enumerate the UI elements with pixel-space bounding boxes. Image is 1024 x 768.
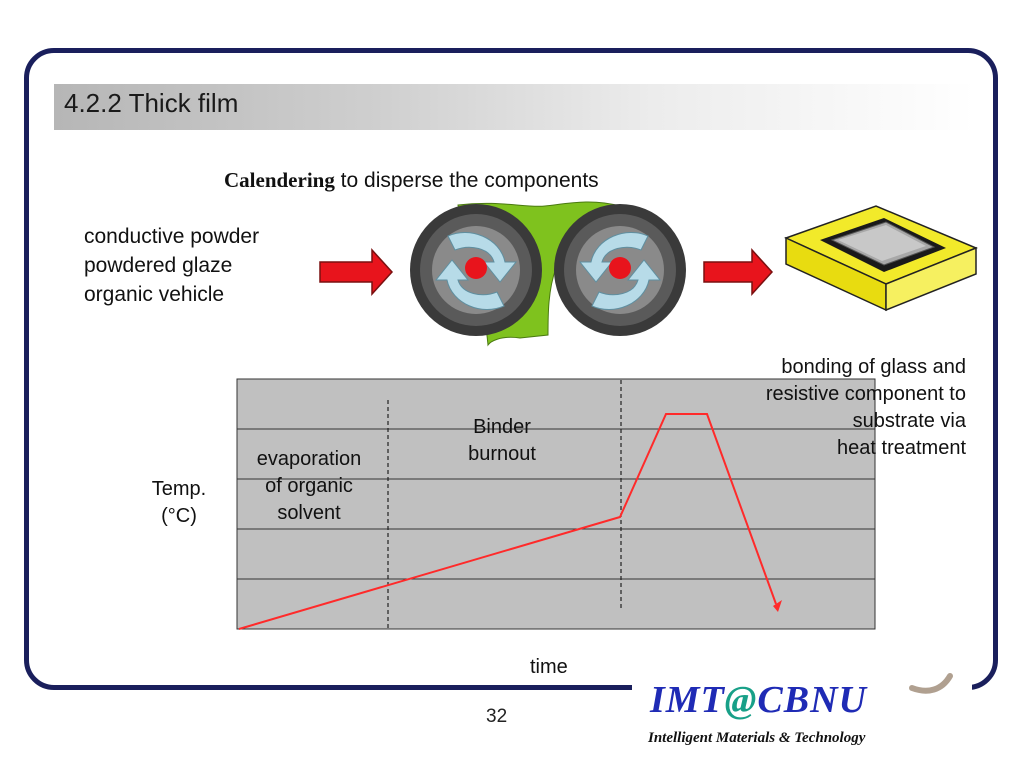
stage-label-line: of organic [265, 475, 353, 497]
page-number: 32 [486, 706, 508, 727]
stage-label-line: evaporation [256, 448, 362, 470]
stage-label-bonding: bonding of glass and resistive component… [680, 354, 966, 462]
chart-gridlines [237, 428, 875, 580]
firing-profile-chart [236, 378, 876, 630]
logo-imt: IMT [650, 679, 725, 721]
y-axis-label-line: Temp. [151, 478, 207, 500]
y-axis-label-line: (°C) [161, 505, 197, 527]
stage-label-line: resistive component to [765, 383, 966, 405]
x-axis-label: time [530, 656, 568, 678]
ingredient-list: conductive powder powdered glaze organic… [84, 222, 259, 309]
ingredient-item: conductive powder [84, 225, 260, 248]
stage-label-line: burnout [468, 443, 536, 465]
calendering-caption: Calendering to disperse the components [224, 168, 599, 193]
logo-cbnu: CBNU [757, 679, 867, 721]
logo-at: @ [724, 679, 758, 721]
stage-label-line: bonding of glass and [781, 356, 966, 378]
calendering-rest: to disperse the components [334, 169, 599, 192]
calendering-bold: Calendering [224, 168, 335, 192]
stage-label-binder-burnout: Binder burnout [432, 414, 572, 468]
stage-label-line: substrate via [852, 410, 966, 432]
stage-label-line: Binder [473, 416, 531, 438]
ingredient-item: organic vehicle [84, 283, 225, 306]
right-roller-icon [554, 204, 686, 336]
title-bar [54, 84, 976, 130]
logo: IMT@CBNU [650, 678, 867, 722]
output-arrow-icon [703, 248, 774, 296]
y-axis-label: Temp. (°C) [138, 476, 220, 530]
temperature-profile-line [238, 413, 777, 630]
stage-label-evaporation: evaporation of organic solvent [231, 446, 387, 527]
ingredient-item: powdered glaze [84, 254, 233, 277]
stage-label-line: heat treatment [837, 437, 966, 459]
frame-gap [632, 682, 972, 698]
substrate-icon [784, 205, 978, 312]
left-roller-icon [410, 204, 542, 336]
input-arrow-icon [319, 248, 394, 296]
logo-subtitle: Intelligent Materials & Technology [648, 730, 866, 746]
profile-arrowhead-icon [773, 600, 782, 612]
slide-title: 4.2.2 Thick film [64, 88, 239, 118]
slide-frame [24, 48, 998, 690]
stage-label-line: solvent [277, 502, 341, 524]
